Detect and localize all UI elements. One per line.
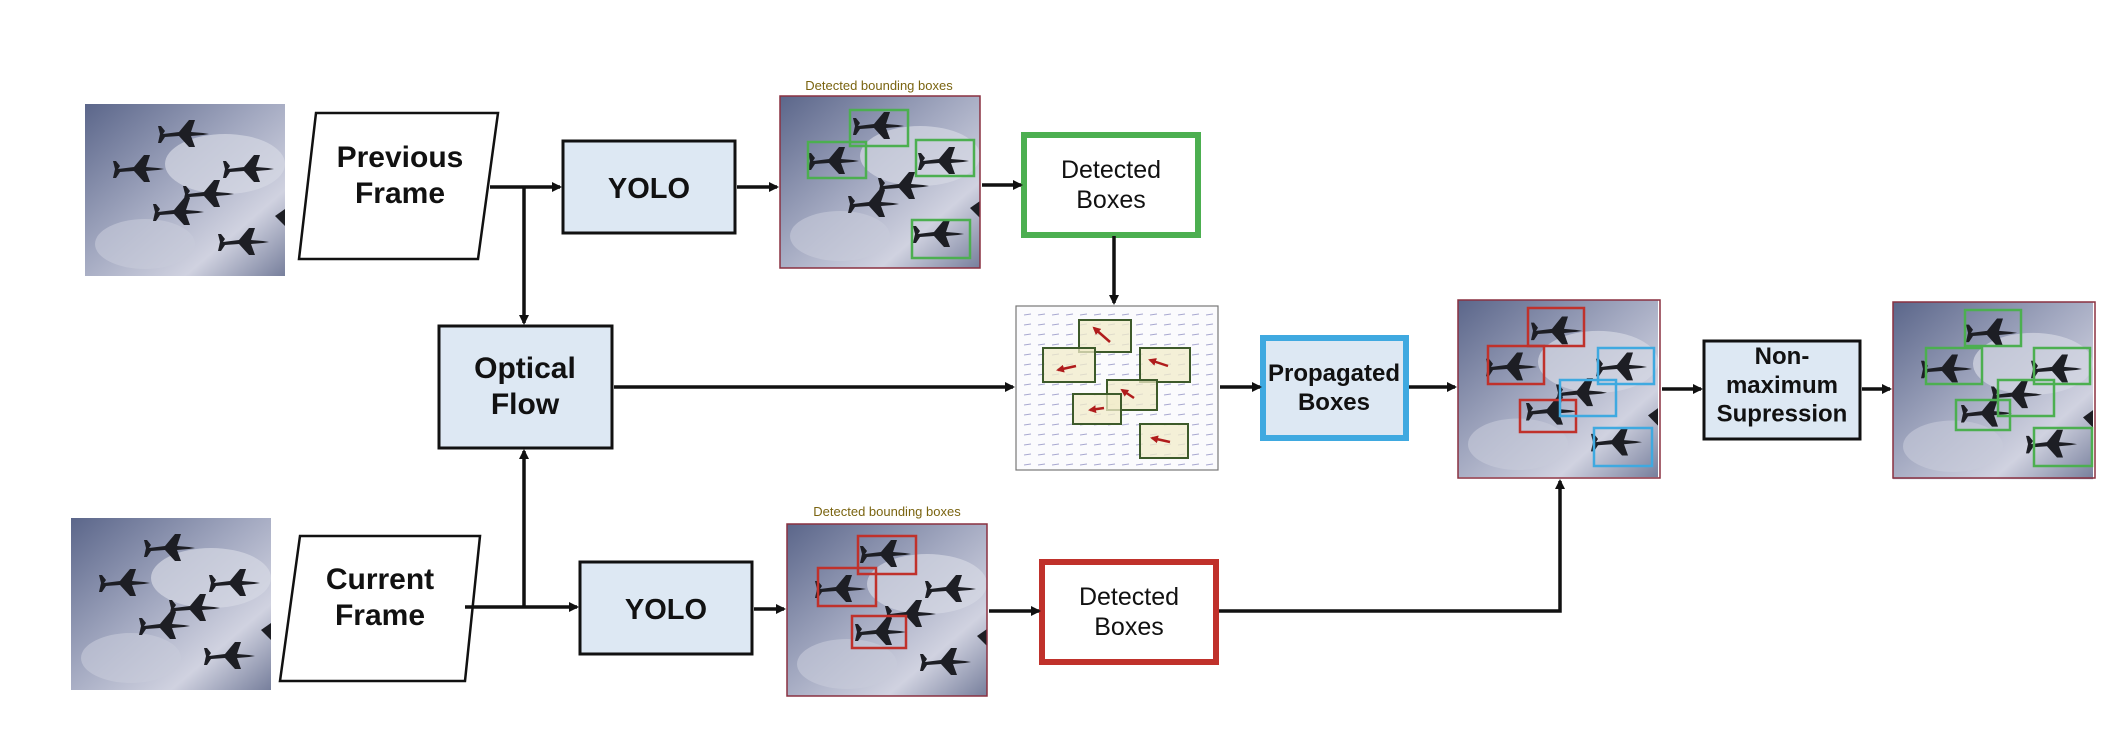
yolo-top-label: YOLO [608,173,690,205]
current-frame-node [278,534,482,683]
final-detections-image [1892,301,2096,479]
detected-boxes-bottom-node [1039,559,1219,665]
optical-flow-node [437,324,614,450]
propagated-boxes-node [1260,335,1409,441]
previous-frame-node [297,111,500,261]
nms-node [1702,339,1862,441]
bottom-detections-image [786,523,988,697]
optical-flow-field-image [1015,305,1219,471]
yolo-bottom-node [578,560,754,656]
connectors [465,180,1892,616]
yolo-top-node [561,139,737,235]
previous-frame-image [85,104,285,276]
top-detections-image [779,95,981,269]
current-frame-image [71,518,271,690]
merged-detections-image [1457,299,1661,479]
top-detections-caption: Detected bounding boxes [805,78,953,93]
bottom-detections-caption: Detected bounding boxes [813,504,961,519]
detected-boxes-top-node [1021,132,1201,238]
yolo-bottom-label: YOLO [625,594,707,626]
